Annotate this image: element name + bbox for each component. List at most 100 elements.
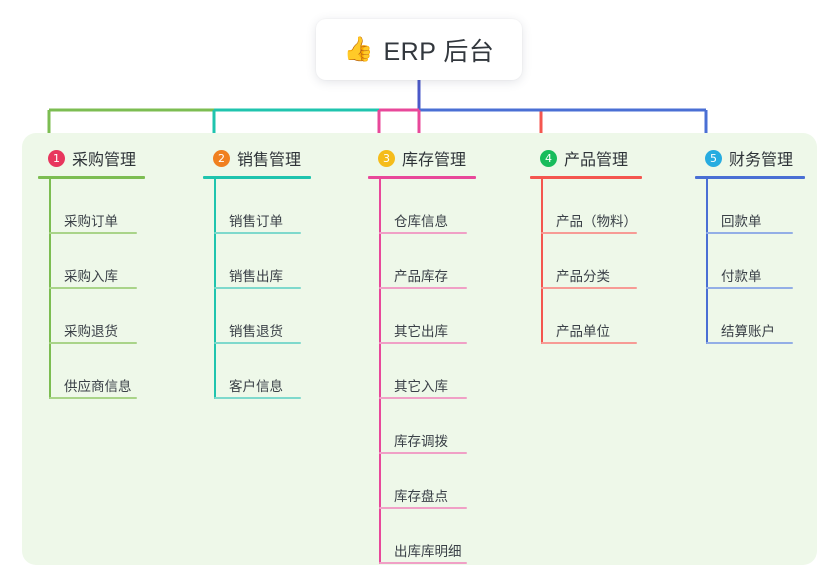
branch-child-underline xyxy=(379,397,467,399)
branch-child-label: 回款单 xyxy=(721,214,762,229)
branch-child-underline xyxy=(49,287,137,289)
branch-child-item[interactable]: 产品分类 xyxy=(530,234,642,289)
branch-child-underline xyxy=(379,507,467,509)
branch-child-underline xyxy=(49,342,137,344)
branch-underline xyxy=(203,176,311,179)
branch-child-item[interactable]: 销售订单 xyxy=(203,179,311,234)
branch-child-item[interactable]: 其它入库 xyxy=(368,344,476,399)
branch-child-label: 付款单 xyxy=(721,269,762,284)
branch-spine xyxy=(49,179,51,399)
branch-child-underline xyxy=(541,287,637,289)
branch-child-underline xyxy=(541,342,637,344)
branch-child-underline xyxy=(706,342,793,344)
branch-child-item[interactable]: 采购退货 xyxy=(38,289,145,344)
branch-child-underline xyxy=(541,232,637,234)
branch-child-underline xyxy=(706,287,793,289)
branch-child-label: 出库库明细 xyxy=(394,544,462,559)
branch-underline xyxy=(38,176,145,179)
branch-child-item[interactable]: 产品单位 xyxy=(530,289,642,344)
branch-number-badge: 3 xyxy=(378,149,395,167)
branch-child-item[interactable]: 销售出库 xyxy=(203,234,311,289)
branch-child-underline xyxy=(49,397,137,399)
branch-child-label: 产品库存 xyxy=(394,269,448,284)
branch-child-label: 销售出库 xyxy=(229,269,283,284)
branch-children: 销售订单销售出库销售退货客户信息 xyxy=(203,179,311,399)
branch-child-underline xyxy=(379,452,467,454)
branch-title: 财务管理 xyxy=(729,152,794,169)
branch-child-item[interactable]: 库存调拨 xyxy=(368,399,476,454)
branch-child-underline xyxy=(379,287,467,289)
branch-child-item[interactable]: 客户信息 xyxy=(203,344,311,399)
branch-underline xyxy=(530,176,642,179)
branch-header-4[interactable]: 4 产品管理 xyxy=(530,146,642,170)
branch-child-underline xyxy=(214,287,301,289)
branch-child-label: 采购订单 xyxy=(64,214,118,229)
branch-child-item[interactable]: 出库库明细 xyxy=(368,509,476,564)
branch-column-4: 4 产品管理产品（物料） 产品分类产品单位 xyxy=(530,146,642,344)
branch-underline xyxy=(695,176,805,179)
branch-header-5[interactable]: 5 财务管理 xyxy=(695,146,805,170)
branch-child-label: 产品（物料） xyxy=(556,214,637,229)
branch-number-badge: 2 xyxy=(213,149,230,167)
branch-child-item[interactable]: 采购入库 xyxy=(38,234,145,289)
branch-child-label: 采购退货 xyxy=(64,324,118,339)
branch-child-item[interactable]: 产品库存 xyxy=(368,234,476,289)
branch-title: 库存管理 xyxy=(402,152,467,169)
branch-child-label: 库存盘点 xyxy=(394,489,448,504)
branch-child-item[interactable]: 回款单 xyxy=(695,179,805,234)
branch-child-item[interactable]: 采购订单 xyxy=(38,179,145,234)
branch-child-label: 库存调拨 xyxy=(394,434,448,449)
branch-child-item[interactable]: 结算账户 xyxy=(695,289,805,344)
branch-column-5: 5 财务管理回款单付款单结算账户 xyxy=(695,146,805,344)
branch-children: 回款单付款单结算账户 xyxy=(695,179,805,344)
branch-child-underline xyxy=(214,232,301,234)
branch-child-label: 客户信息 xyxy=(229,379,283,394)
branch-child-item[interactable]: 仓库信息 xyxy=(368,179,476,234)
branch-child-label: 产品分类 xyxy=(556,269,610,284)
branch-child-item[interactable]: 付款单 xyxy=(695,234,805,289)
branch-child-label: 结算账户 xyxy=(721,324,775,339)
branch-child-label: 采购入库 xyxy=(64,269,118,284)
branch-child-item[interactable]: 销售退货 xyxy=(203,289,311,344)
branch-child-underline xyxy=(379,342,467,344)
branch-children: 采购订单采购入库采购退货供应商信息 xyxy=(38,179,145,399)
branch-column-3: 3 库存管理仓库信息产品库存其它出库其它入库库存调拨库存盘点出库库明细 xyxy=(368,146,476,564)
branch-child-underline xyxy=(49,232,137,234)
branch-child-label: 销售退货 xyxy=(229,324,283,339)
branch-spine xyxy=(214,179,216,399)
branch-header-1[interactable]: 1 采购管理 xyxy=(38,146,145,170)
branch-spine xyxy=(541,179,543,344)
branch-number-badge: 4 xyxy=(540,149,557,167)
branch-children: 仓库信息产品库存其它出库其它入库库存调拨库存盘点出库库明细 xyxy=(368,179,476,564)
branch-child-item[interactable]: 产品（物料） xyxy=(530,179,642,234)
branch-header-3[interactable]: 3 库存管理 xyxy=(368,146,476,170)
branch-child-underline xyxy=(214,342,301,344)
branch-number-badge: 5 xyxy=(705,149,722,167)
root-node-title: ERP 后台 xyxy=(383,37,495,66)
branch-child-item[interactable]: 供应商信息 xyxy=(38,344,145,399)
branch-number-badge: 1 xyxy=(48,149,65,167)
root-node[interactable]: 👍 ERP 后台 xyxy=(316,19,522,80)
branch-title: 产品管理 xyxy=(564,152,629,169)
branch-children: 产品（物料） 产品分类产品单位 xyxy=(530,179,642,344)
branch-child-item[interactable]: 库存盘点 xyxy=(368,454,476,509)
branch-child-underline xyxy=(706,232,793,234)
branch-column-1: 1 采购管理采购订单采购入库采购退货供应商信息 xyxy=(38,146,145,399)
branch-underline xyxy=(368,176,476,179)
branch-child-label: 其它出库 xyxy=(394,324,448,339)
branches-panel xyxy=(22,133,817,565)
branch-child-label: 销售订单 xyxy=(229,214,283,229)
branch-child-item[interactable]: 其它出库 xyxy=(368,289,476,344)
branch-child-label: 其它入库 xyxy=(394,379,448,394)
branch-child-label: 供应商信息 xyxy=(64,379,132,394)
branch-spine xyxy=(706,179,708,344)
branch-title: 采购管理 xyxy=(72,152,137,169)
branch-child-underline xyxy=(379,562,467,564)
branch-child-underline xyxy=(379,232,467,234)
branch-child-label: 仓库信息 xyxy=(394,214,448,229)
branch-child-underline xyxy=(214,397,301,399)
thumbs-up-icon: 👍 xyxy=(343,35,374,63)
